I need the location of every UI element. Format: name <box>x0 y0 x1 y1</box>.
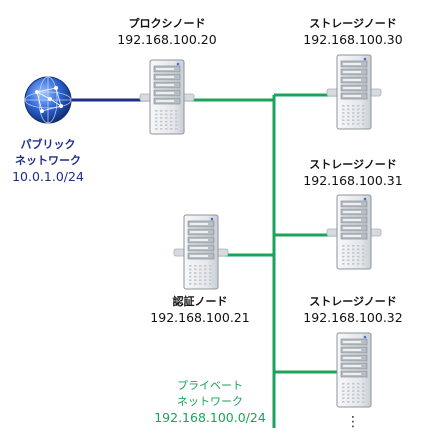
storage-3-title: ストレージノード <box>309 295 397 308</box>
auth-label: 認証ノード 192.168.100.21 <box>150 294 249 326</box>
public-network-label: パブリック ネットワーク 10.0.1.0/24 <box>12 137 84 185</box>
storage-2-title: ストレージノード <box>309 158 397 171</box>
public-line1: パブリック <box>20 138 76 151</box>
auth-addr: 192.168.100.21 <box>150 310 250 325</box>
storage-1-server-icon <box>326 54 382 130</box>
private-addr: 192.168.100.0/24 <box>154 410 266 425</box>
storage-1-label: ストレージノード 192.168.100.30 <box>303 16 402 48</box>
storage-2-label: ストレージノード 192.168.100.31 <box>303 157 402 189</box>
storage-3-addr: 192.168.100.32 <box>303 310 403 325</box>
storage-3-label: ストレージノード 192.168.100.32 <box>303 294 402 326</box>
public-addr: 10.0.1.0/24 <box>12 169 84 184</box>
auth-title: 認証ノード <box>172 295 228 308</box>
proxy-label: プロクシノード 192.168.100.20 <box>117 16 216 48</box>
proxy-addr: 192.168.100.20 <box>117 32 217 47</box>
private-line2: ネットワーク <box>176 395 243 408</box>
storage-2-addr: 192.168.100.31 <box>303 173 403 188</box>
proxy-title: プロクシノード <box>128 17 206 30</box>
private-network-label: プライベート ネットワーク 192.168.100.0/24 <box>154 378 266 426</box>
storage-2-server-icon <box>326 194 382 270</box>
proxy-server-icon <box>139 59 195 135</box>
public-line2: ネットワーク <box>15 154 81 167</box>
private-line1: プライベート <box>176 379 243 392</box>
storage-3-server-icon <box>336 332 372 408</box>
auth-server-icon <box>173 214 229 290</box>
continuation-dots: ⋮ <box>346 414 360 430</box>
globe-icon <box>24 76 72 124</box>
storage-1-addr: 192.168.100.30 <box>303 32 403 47</box>
storage-1-title: ストレージノード <box>309 17 397 30</box>
